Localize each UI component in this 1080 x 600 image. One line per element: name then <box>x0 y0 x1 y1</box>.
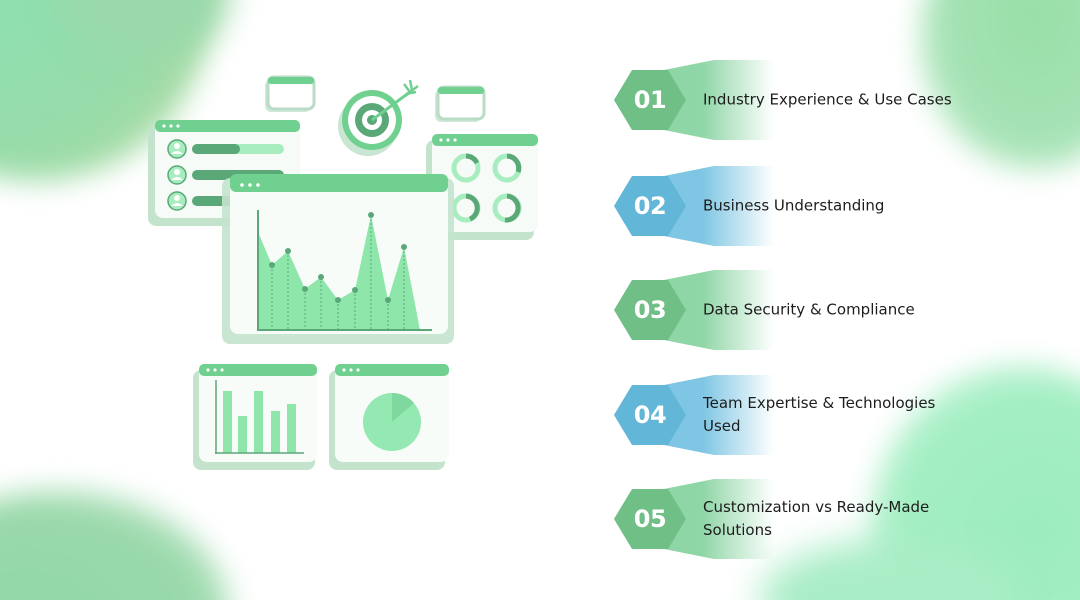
item-label: Industry Experience & Use Cases <box>703 90 952 109</box>
item-label: Team Expertise & Technologies Used <box>703 394 936 435</box>
hexagon-badge-green <box>614 270 774 350</box>
target-icon <box>338 79 419 156</box>
item-number: 04 <box>633 401 667 429</box>
hexagon-badge-green <box>614 60 774 140</box>
list-item: 05 Customization vs Ready-Made Solutions <box>614 479 1054 559</box>
hexagon-badge-blue <box>614 166 774 246</box>
hexagon-badge-green <box>614 479 774 559</box>
hexagon-badge-blue <box>614 375 774 455</box>
list-item: 03 Data Security & Compliance <box>614 270 1054 350</box>
item-label: Customization vs Ready-Made Solutions <box>703 498 930 539</box>
list-item: 01 Industry Experience & Use Cases <box>614 60 1054 140</box>
item-number: 01 <box>633 86 667 114</box>
item-number: 03 <box>633 296 667 324</box>
user-avatar-icon <box>167 191 187 211</box>
item-label: Data Security & Compliance <box>703 300 915 319</box>
user-avatar-icon <box>167 139 187 159</box>
floating-card-icon <box>265 75 316 112</box>
list-item: 04 Team Expertise & Technologies Used <box>614 375 1054 455</box>
pie-chart-window <box>329 364 449 470</box>
bar-chart-window <box>193 364 317 470</box>
list-item: 02 Business Understanding <box>614 166 1054 246</box>
analytics-illustration <box>148 75 538 470</box>
item-number: 02 <box>633 192 667 220</box>
item-number: 05 <box>633 505 667 533</box>
line-chart-window <box>222 174 454 344</box>
floating-card-icon <box>435 85 486 122</box>
user-avatar-icon <box>167 165 187 185</box>
item-label: Business Understanding <box>703 196 885 215</box>
